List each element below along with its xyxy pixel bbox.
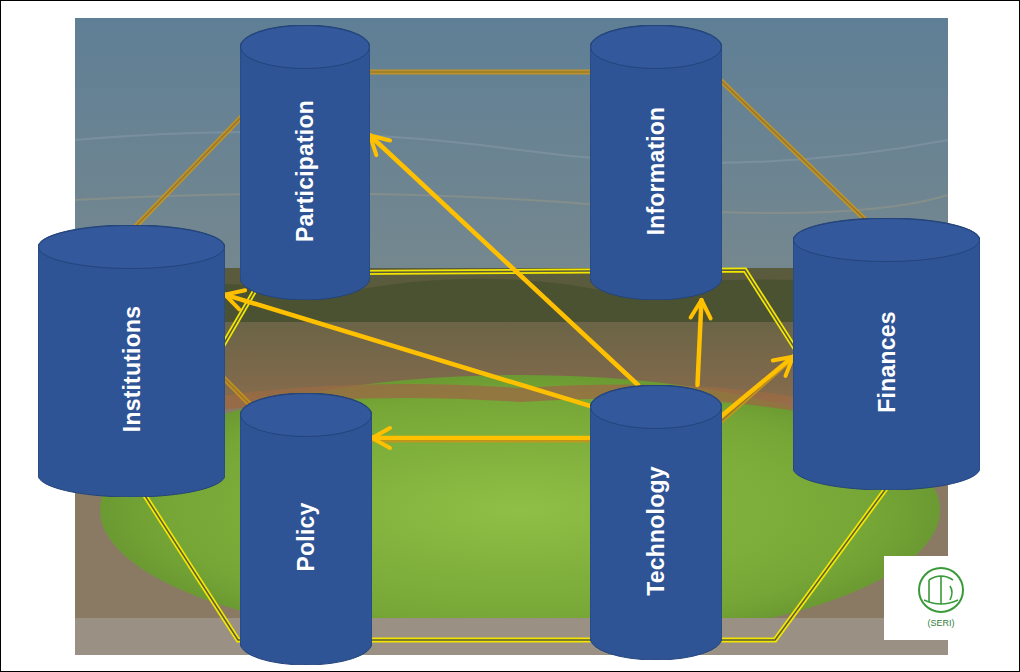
- pillar-label: Technology: [643, 466, 670, 595]
- cylinder-top: [39, 226, 225, 269]
- cylinder-body: [240, 393, 372, 665]
- cylinder-body: [793, 218, 980, 490]
- gravel-ground: [75, 618, 948, 655]
- cylinder-body: [38, 225, 225, 497]
- logo-box: (SERI): [884, 556, 998, 640]
- cylinder-node: Technology: [590, 385, 722, 660]
- cylinder-top: [794, 219, 980, 262]
- cylinder-top: [241, 26, 370, 69]
- pillar-label: Information: [643, 106, 670, 235]
- pillar-label: Institutions: [118, 306, 145, 432]
- arrow-connector: [372, 436, 590, 441]
- water-ripple: [75, 132, 948, 163]
- cylinder-node: Participation: [240, 25, 370, 300]
- arrow-connector: [722, 357, 793, 416]
- cylinder-body: [240, 25, 370, 300]
- cylinder-top: [591, 386, 722, 429]
- water-ripple: [75, 194, 948, 213]
- arrow-connector: [225, 295, 590, 406]
- cylinder-node: Information: [590, 25, 722, 300]
- outer-hexagon-line: [105, 72, 905, 440]
- arrow-connector: [697, 300, 701, 385]
- pillar-label: Policy: [293, 503, 320, 572]
- cylinder-top: [591, 26, 722, 69]
- cylinder-node: Institutions: [38, 225, 225, 497]
- cylinder-body: [590, 385, 722, 660]
- cylinder-node: Finances: [793, 218, 980, 490]
- logo-label: (SERI): [884, 618, 998, 628]
- pillar-label: Participation: [292, 100, 319, 242]
- cylinder-body: [590, 25, 722, 300]
- outer-hexagon: [105, 72, 905, 440]
- cylinder-top: [241, 394, 372, 437]
- pillar-label: Finances: [873, 311, 900, 412]
- cylinder-node: Policy: [240, 393, 372, 665]
